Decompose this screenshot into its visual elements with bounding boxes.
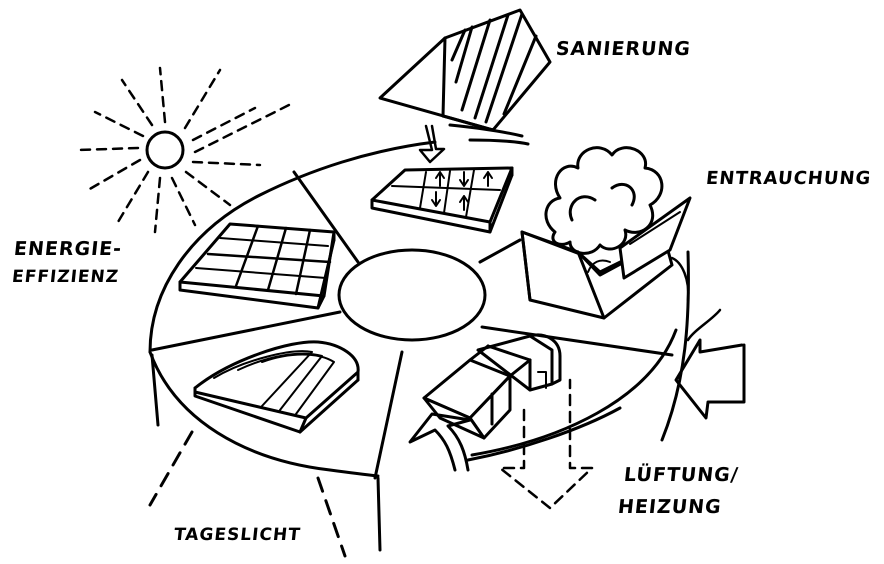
- smoke-extraction-icon: [522, 148, 690, 318]
- dashed-leg-right: [318, 478, 345, 556]
- divider-top-right: [480, 240, 520, 262]
- sun-icon: [78, 68, 295, 232]
- sun-disc: [147, 132, 183, 168]
- ventilation-unit-icon: [410, 335, 620, 508]
- label-energie-line2: EFFIZIENZ: [11, 266, 120, 288]
- label-lueftung-line2: HEIZUNG: [617, 496, 723, 518]
- barrel-vault-icon: [195, 342, 358, 432]
- label-lueftung-line1: LÜFTUNG/: [623, 464, 740, 486]
- label-tageslicht: TAGESLICHT: [173, 524, 302, 546]
- label-entrauchung: ENTRAUCHUNG: [705, 168, 873, 190]
- sun-rays: [78, 68, 295, 232]
- intake-arrow-icon: [410, 414, 470, 470]
- hatch-accent: [672, 258, 688, 300]
- center-hub: [339, 250, 485, 340]
- divider-bottom: [375, 352, 402, 478]
- renovated-panel-icon: [372, 168, 512, 232]
- dashed-leg-left: [150, 432, 192, 505]
- label-sanierung: SANIERUNG: [555, 38, 692, 60]
- cylinder-edge-right: [662, 252, 688, 440]
- label-energie-line1: ENERGIE-: [13, 238, 123, 260]
- renovation-rooflight-icon: [380, 10, 550, 162]
- cylinder-edge-mid: [378, 478, 380, 550]
- dashed-outflow-arrows: [500, 380, 592, 508]
- wheel-rim-top-right: [470, 140, 528, 144]
